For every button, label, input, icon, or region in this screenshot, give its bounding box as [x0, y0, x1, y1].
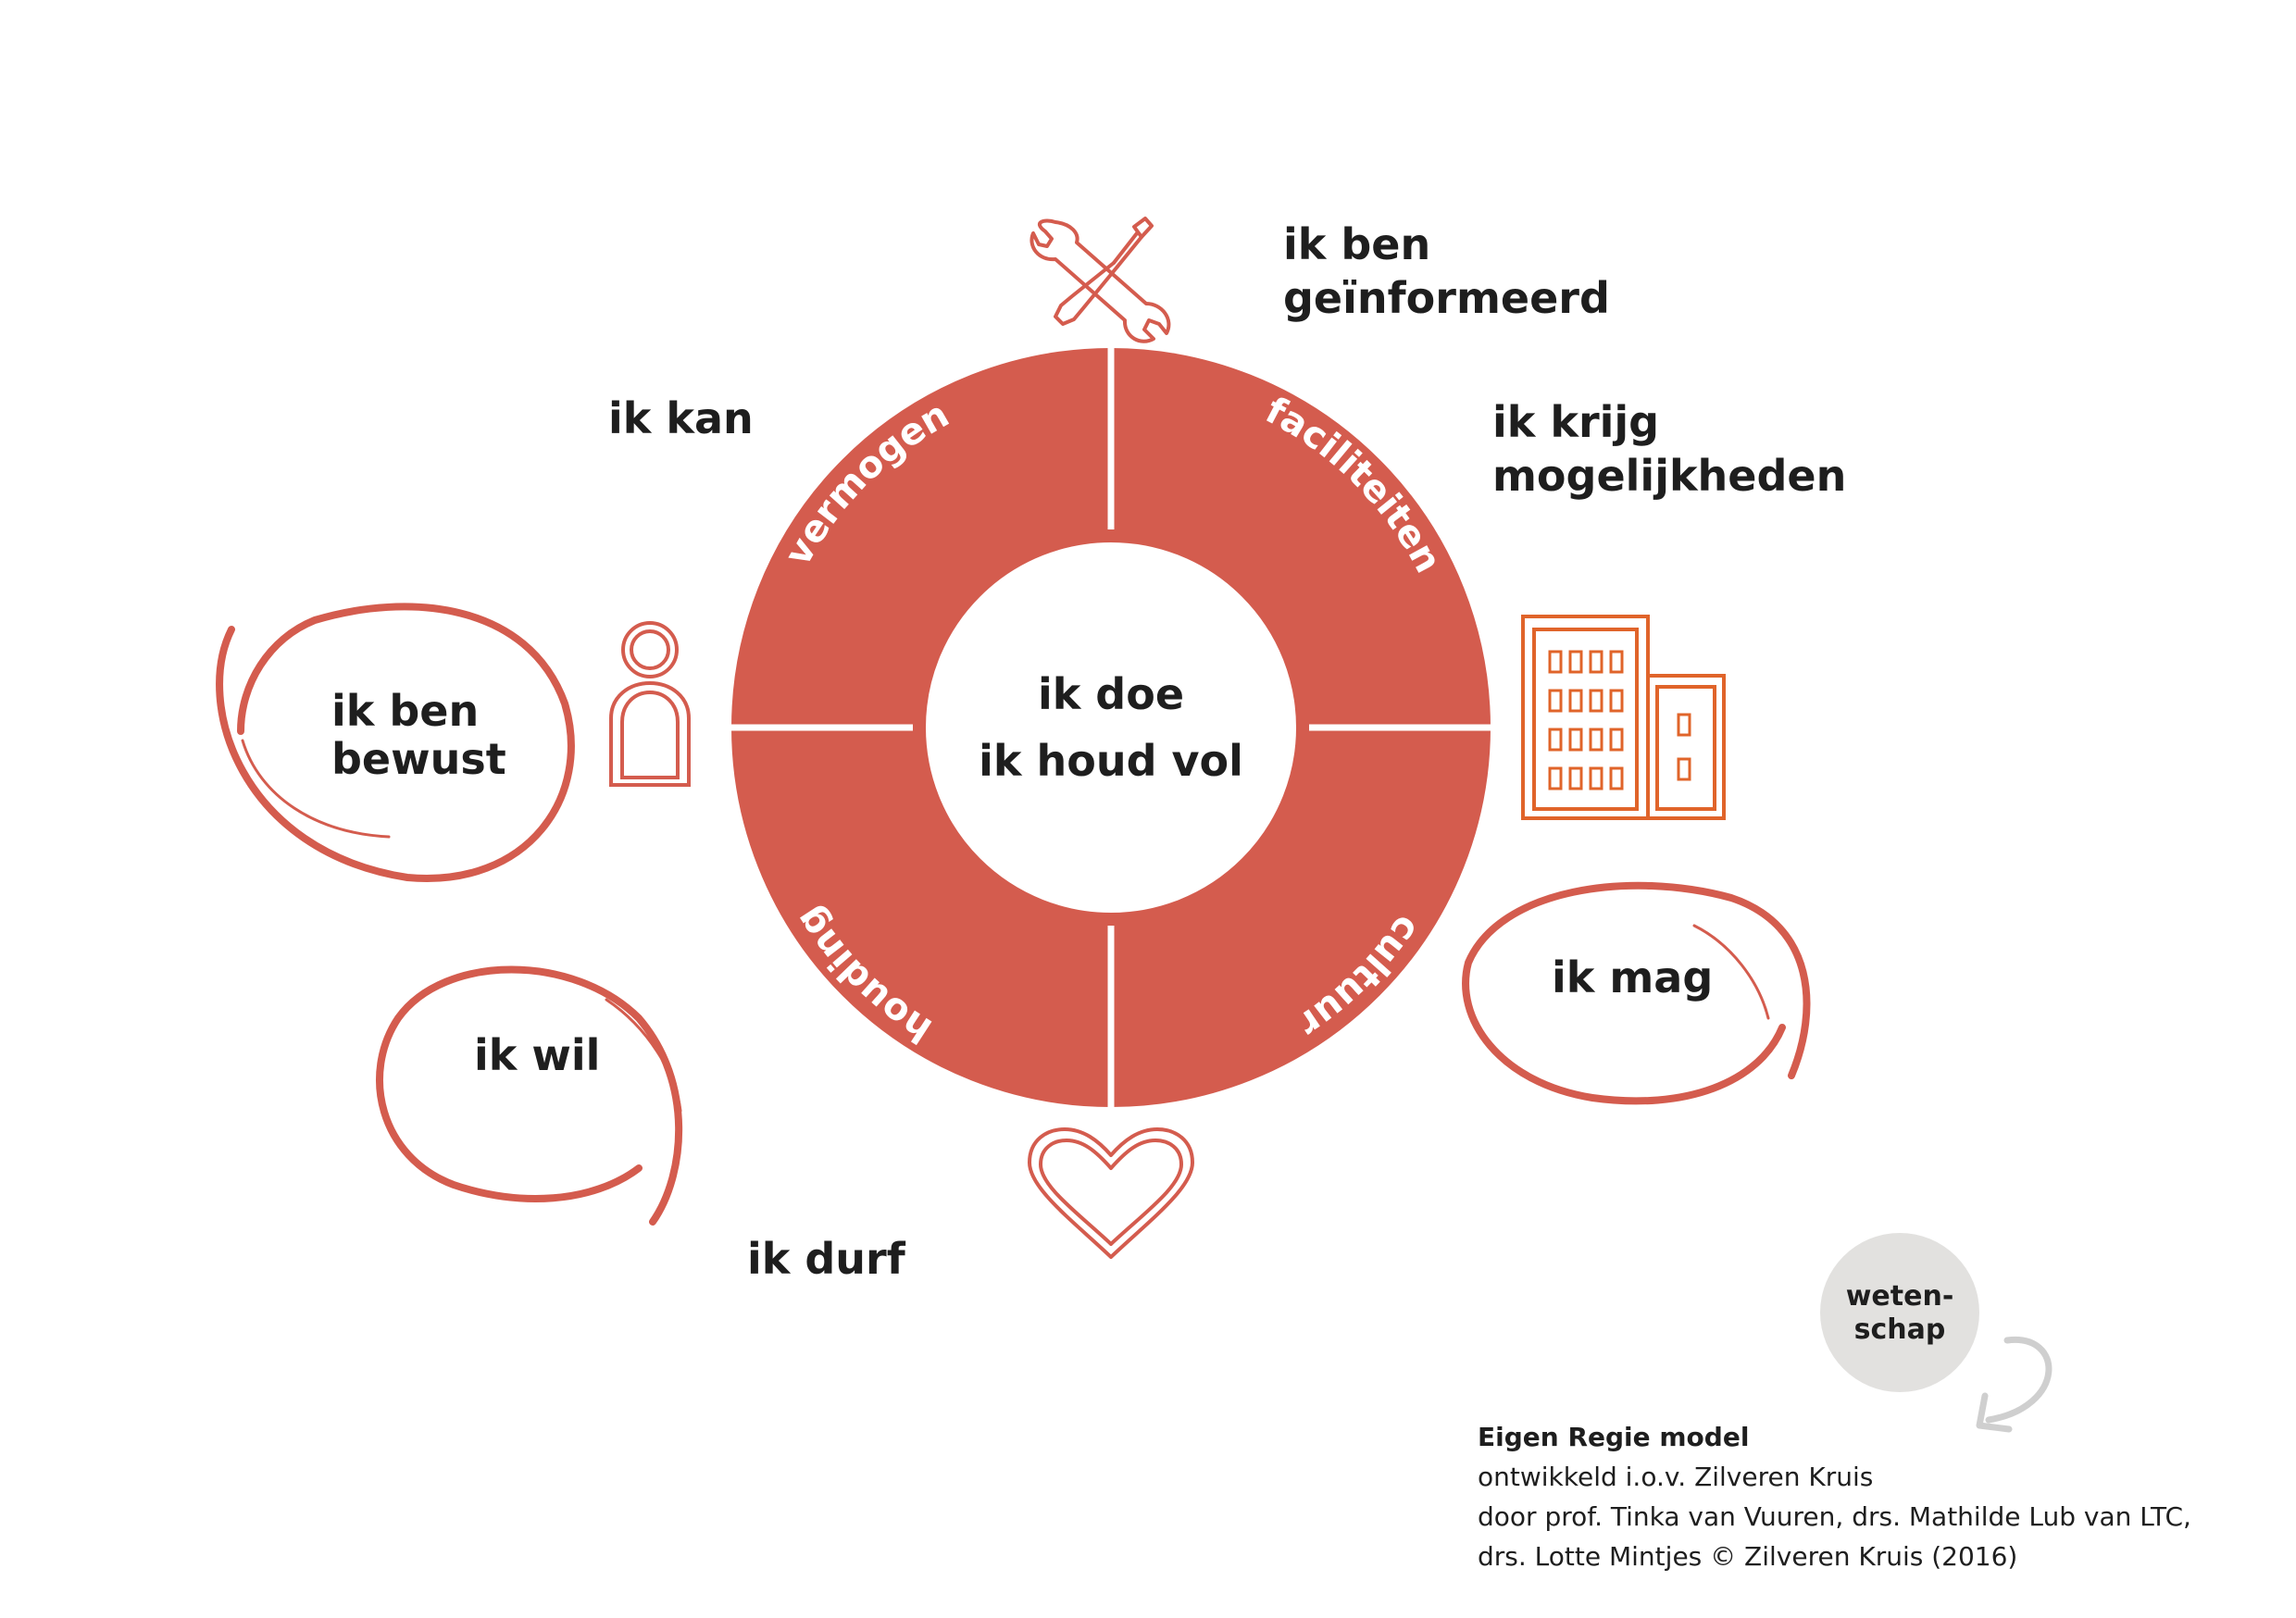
swirl-may: [1462, 881, 1811, 1105]
label-may: ik mag: [1552, 952, 1713, 1002]
wrench-screwdriver-icon: [1029, 217, 1171, 343]
label-opportunities-1: ik krijg: [1492, 397, 1659, 447]
label-want: ik wil: [474, 1030, 600, 1080]
center-line-1: ik doe: [1038, 669, 1184, 719]
label-opportunities-2: mogelijkheden: [1492, 451, 1846, 501]
wetenschap-badge: weten- schap: [1820, 1233, 1979, 1392]
badge-line-1: weten-: [1846, 1280, 1954, 1313]
curved-arrow-icon: [1976, 1336, 2053, 1433]
swirl-want: [376, 965, 683, 1226]
ring-band: [731, 348, 1491, 1107]
label-can: ik kan: [608, 393, 754, 443]
credit-line-3: drs. Lotte Mintjes © Zilveren Kruis (201…: [1478, 1541, 2017, 1572]
credit-line-2: door prof. Tinka van Vuuren, drs. Mathil…: [1478, 1501, 2191, 1532]
ring: [726, 342, 1496, 1113]
label-informed-1: ik ben: [1283, 219, 1430, 269]
label-dare: ik durf: [747, 1234, 906, 1284]
label-aware-2: bewust: [331, 734, 506, 784]
heart-icon: [1028, 1127, 1194, 1259]
center-line-2: ik houd vol: [979, 736, 1243, 786]
swirl-aware: [216, 603, 575, 882]
label-informed-2: geïnformeerd: [1283, 273, 1610, 323]
credit-title: Eigen Regie model: [1478, 1422, 1749, 1452]
label-aware-1: ik ben: [331, 686, 479, 736]
badge-line-2: schap: [1854, 1313, 1946, 1346]
person-icon: [609, 621, 691, 787]
credit-line-1: ontwikkeld i.o.v. Zilveren Kruis: [1478, 1462, 1873, 1492]
building-icon: [1521, 615, 1726, 820]
